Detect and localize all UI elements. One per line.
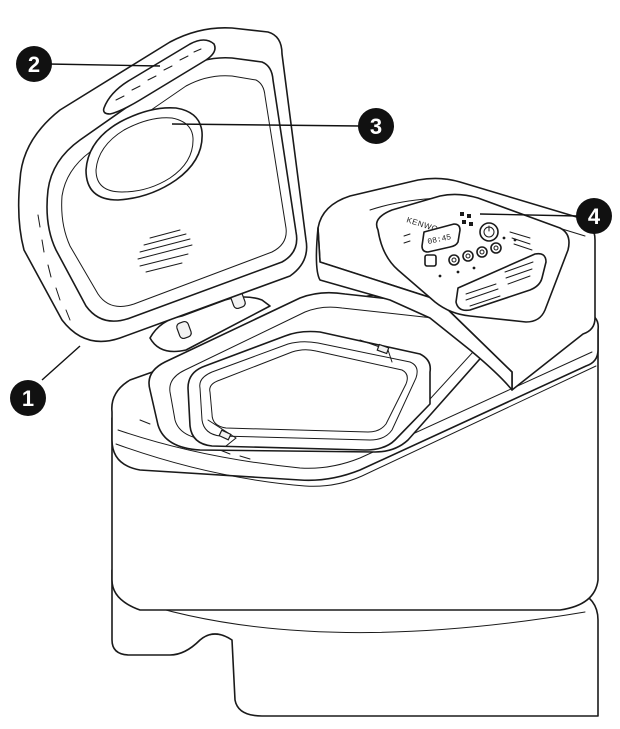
indicator-lights	[460, 212, 473, 226]
control-housing: KENWOOD 08:45	[315, 177, 596, 391]
program-buttons[interactable]	[424, 242, 502, 267]
control-panel: KENWOOD 08:45	[375, 193, 570, 323]
start-stop-button[interactable]	[479, 222, 499, 242]
svg-text:4: 4	[588, 204, 601, 229]
svg-text:1: 1	[22, 386, 34, 411]
callout-4: 4	[576, 198, 612, 234]
panel-marks	[403, 233, 517, 278]
viewing-window	[85, 106, 203, 201]
callout-leaders	[41, 63, 579, 381]
lid-vent	[102, 39, 216, 115]
callout-3: 3	[358, 108, 394, 144]
bread-pan	[187, 330, 432, 451]
lid-inner-vent-icon	[137, 229, 193, 273]
baking-chamber	[148, 291, 506, 453]
program-list	[455, 231, 547, 312]
callout-1: 1	[10, 380, 46, 416]
lid-side-vent-icon	[37, 214, 71, 321]
lcd-display: 08:45	[421, 223, 461, 253]
lid	[17, 26, 308, 343]
callout-2: 2	[16, 46, 52, 82]
svg-text:3: 3	[370, 114, 382, 139]
svg-text:2: 2	[28, 52, 40, 77]
